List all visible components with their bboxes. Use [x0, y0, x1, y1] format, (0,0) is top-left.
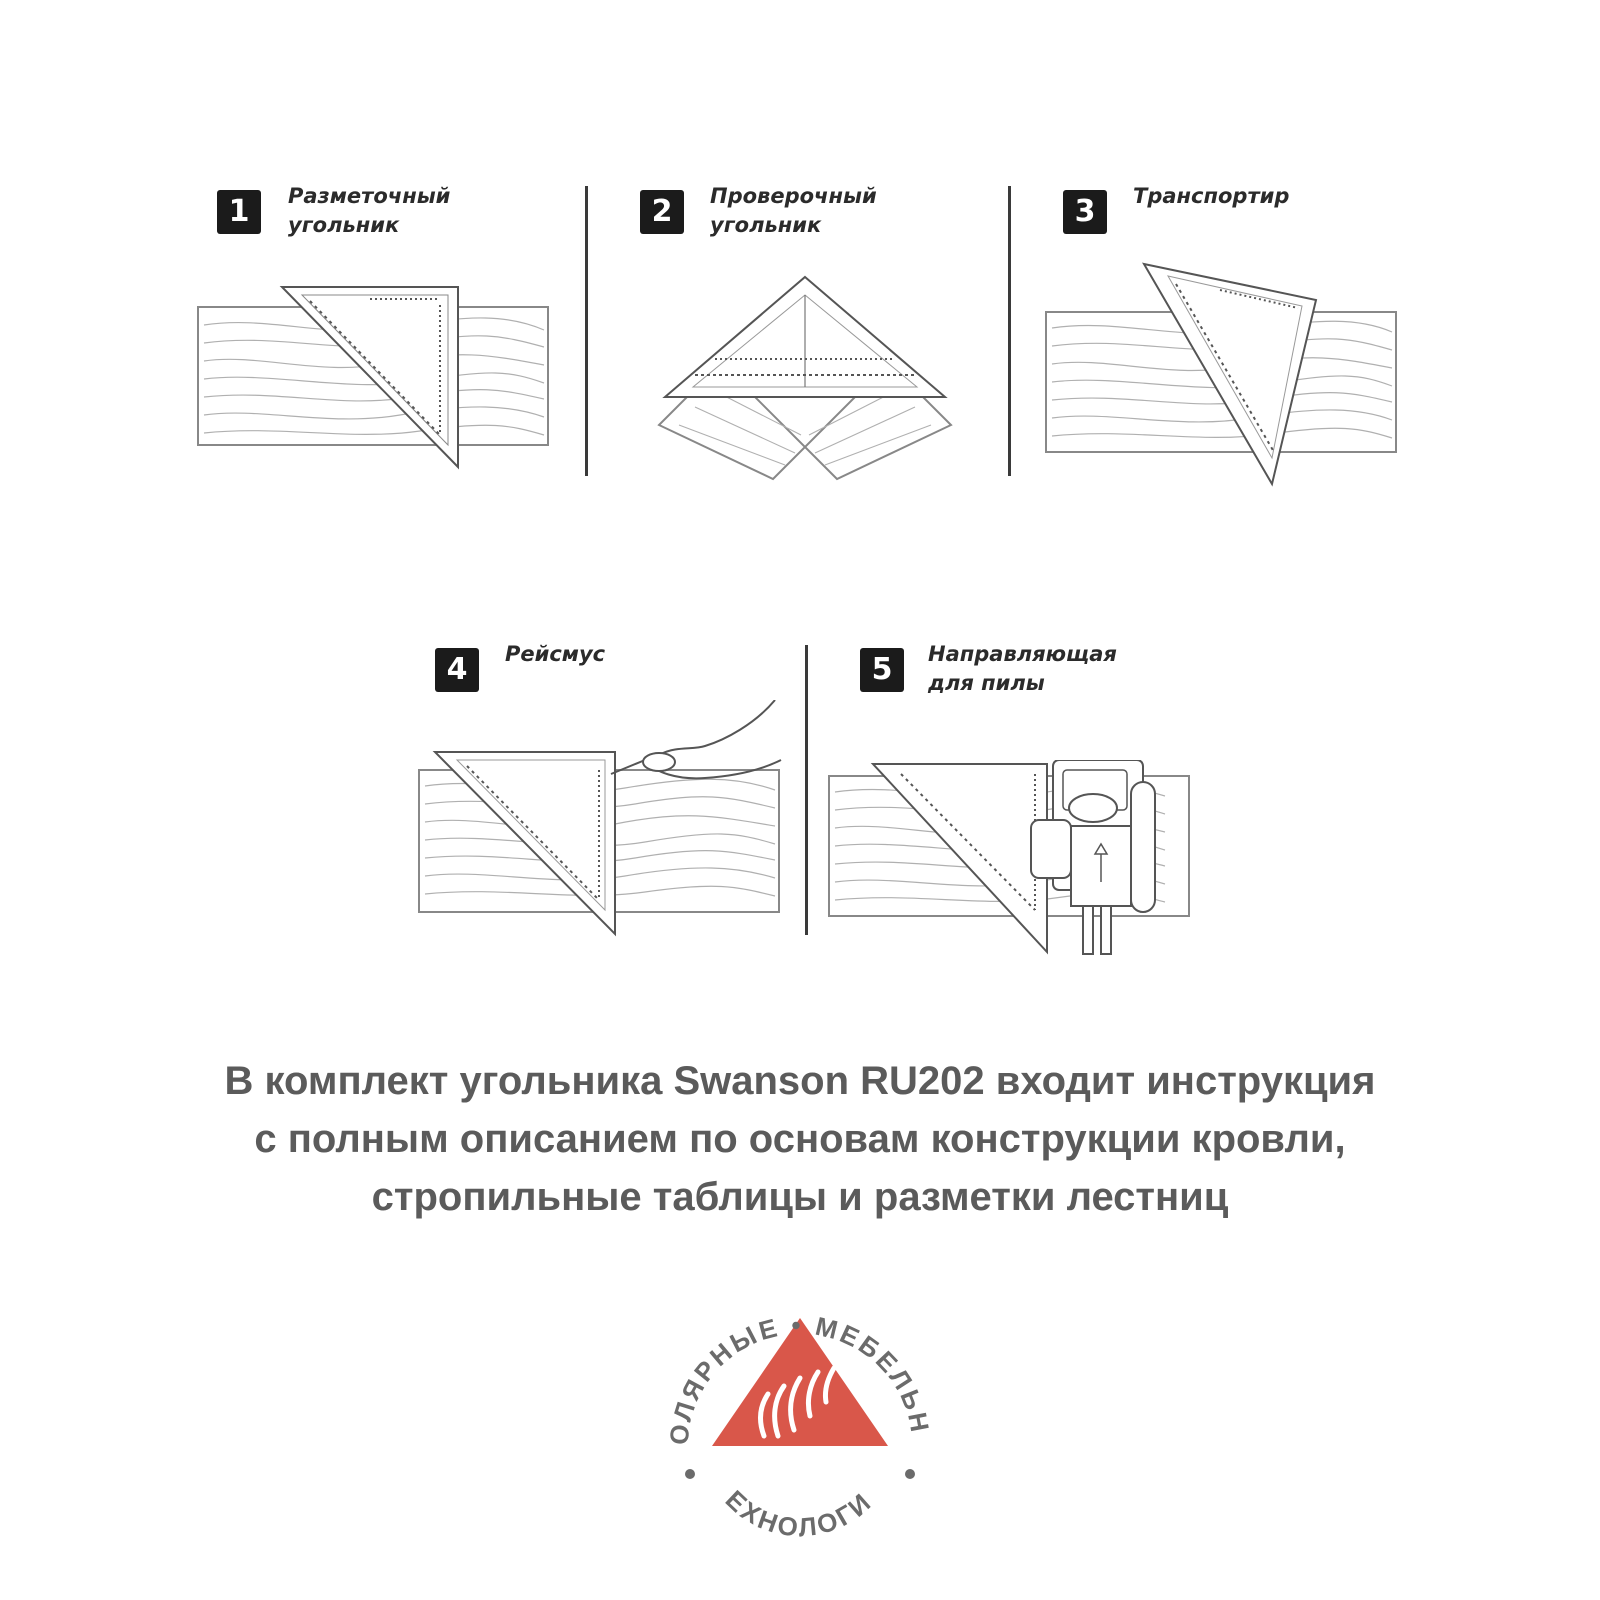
step-3-illustration — [1045, 262, 1397, 487]
step-1-label: Разметочный угольник — [288, 182, 450, 240]
step-4-illustration — [418, 700, 782, 937]
rafter-square — [279, 286, 459, 470]
divider-3 — [805, 645, 808, 935]
company-logo: СТОЛЯРНЫЕ • МЕБЕЛЬНЫЕ ТЕХНОЛОГИИ — [660, 1296, 933, 1543]
step-3-label: Транспортир — [1133, 182, 1289, 211]
step-2-badge: 2 — [640, 190, 684, 234]
step-3-badge: 3 — [1063, 190, 1107, 234]
rafter-square — [1142, 262, 1318, 487]
step-4-badge: 4 — [435, 648, 479, 692]
step-1-label-line2: угольник — [288, 213, 400, 237]
rafter-square — [432, 751, 616, 937]
step-5-label-line1: Направляющая — [928, 642, 1117, 666]
step-5-badge: 5 — [860, 648, 904, 692]
step-5-illustration — [828, 760, 1190, 955]
description-line-2: с полным описанием по основам конструкци… — [254, 1117, 1346, 1161]
step-2-label: Проверочный угольник — [710, 182, 877, 240]
step-1-label-line1: Разметочный — [288, 184, 451, 208]
divider-2 — [1008, 186, 1011, 476]
step-5-label-line2: для пилы — [928, 671, 1045, 695]
logo-dot-right — [905, 1469, 915, 1479]
step-4-label-line1: Рейсмус — [505, 642, 606, 666]
description-line-1: В комплект угольника Swanson RU202 входи… — [224, 1059, 1376, 1103]
step-1-illustration — [197, 286, 549, 470]
hand-with-pencil — [610, 700, 776, 775]
step-2-illustration — [657, 275, 953, 481]
description-line-3: стропильные таблицы и разметки лестниц — [371, 1175, 1229, 1219]
step-5-label: Направляющая для пилы — [928, 640, 1117, 698]
step-2-label-line1: Проверочный — [710, 184, 877, 208]
description-text: В комплект угольника Swanson RU202 входи… — [0, 1052, 1600, 1226]
logo-dot-left — [685, 1469, 695, 1479]
divider-1 — [585, 186, 588, 476]
step-3-label-line1: Транспортир — [1133, 184, 1290, 208]
step-4-label: Рейсмус — [505, 640, 605, 669]
step-1-badge: 1 — [217, 190, 261, 234]
step-2-label-line2: угольник — [710, 213, 822, 237]
saw-teeth-icon — [758, 1365, 837, 1439]
